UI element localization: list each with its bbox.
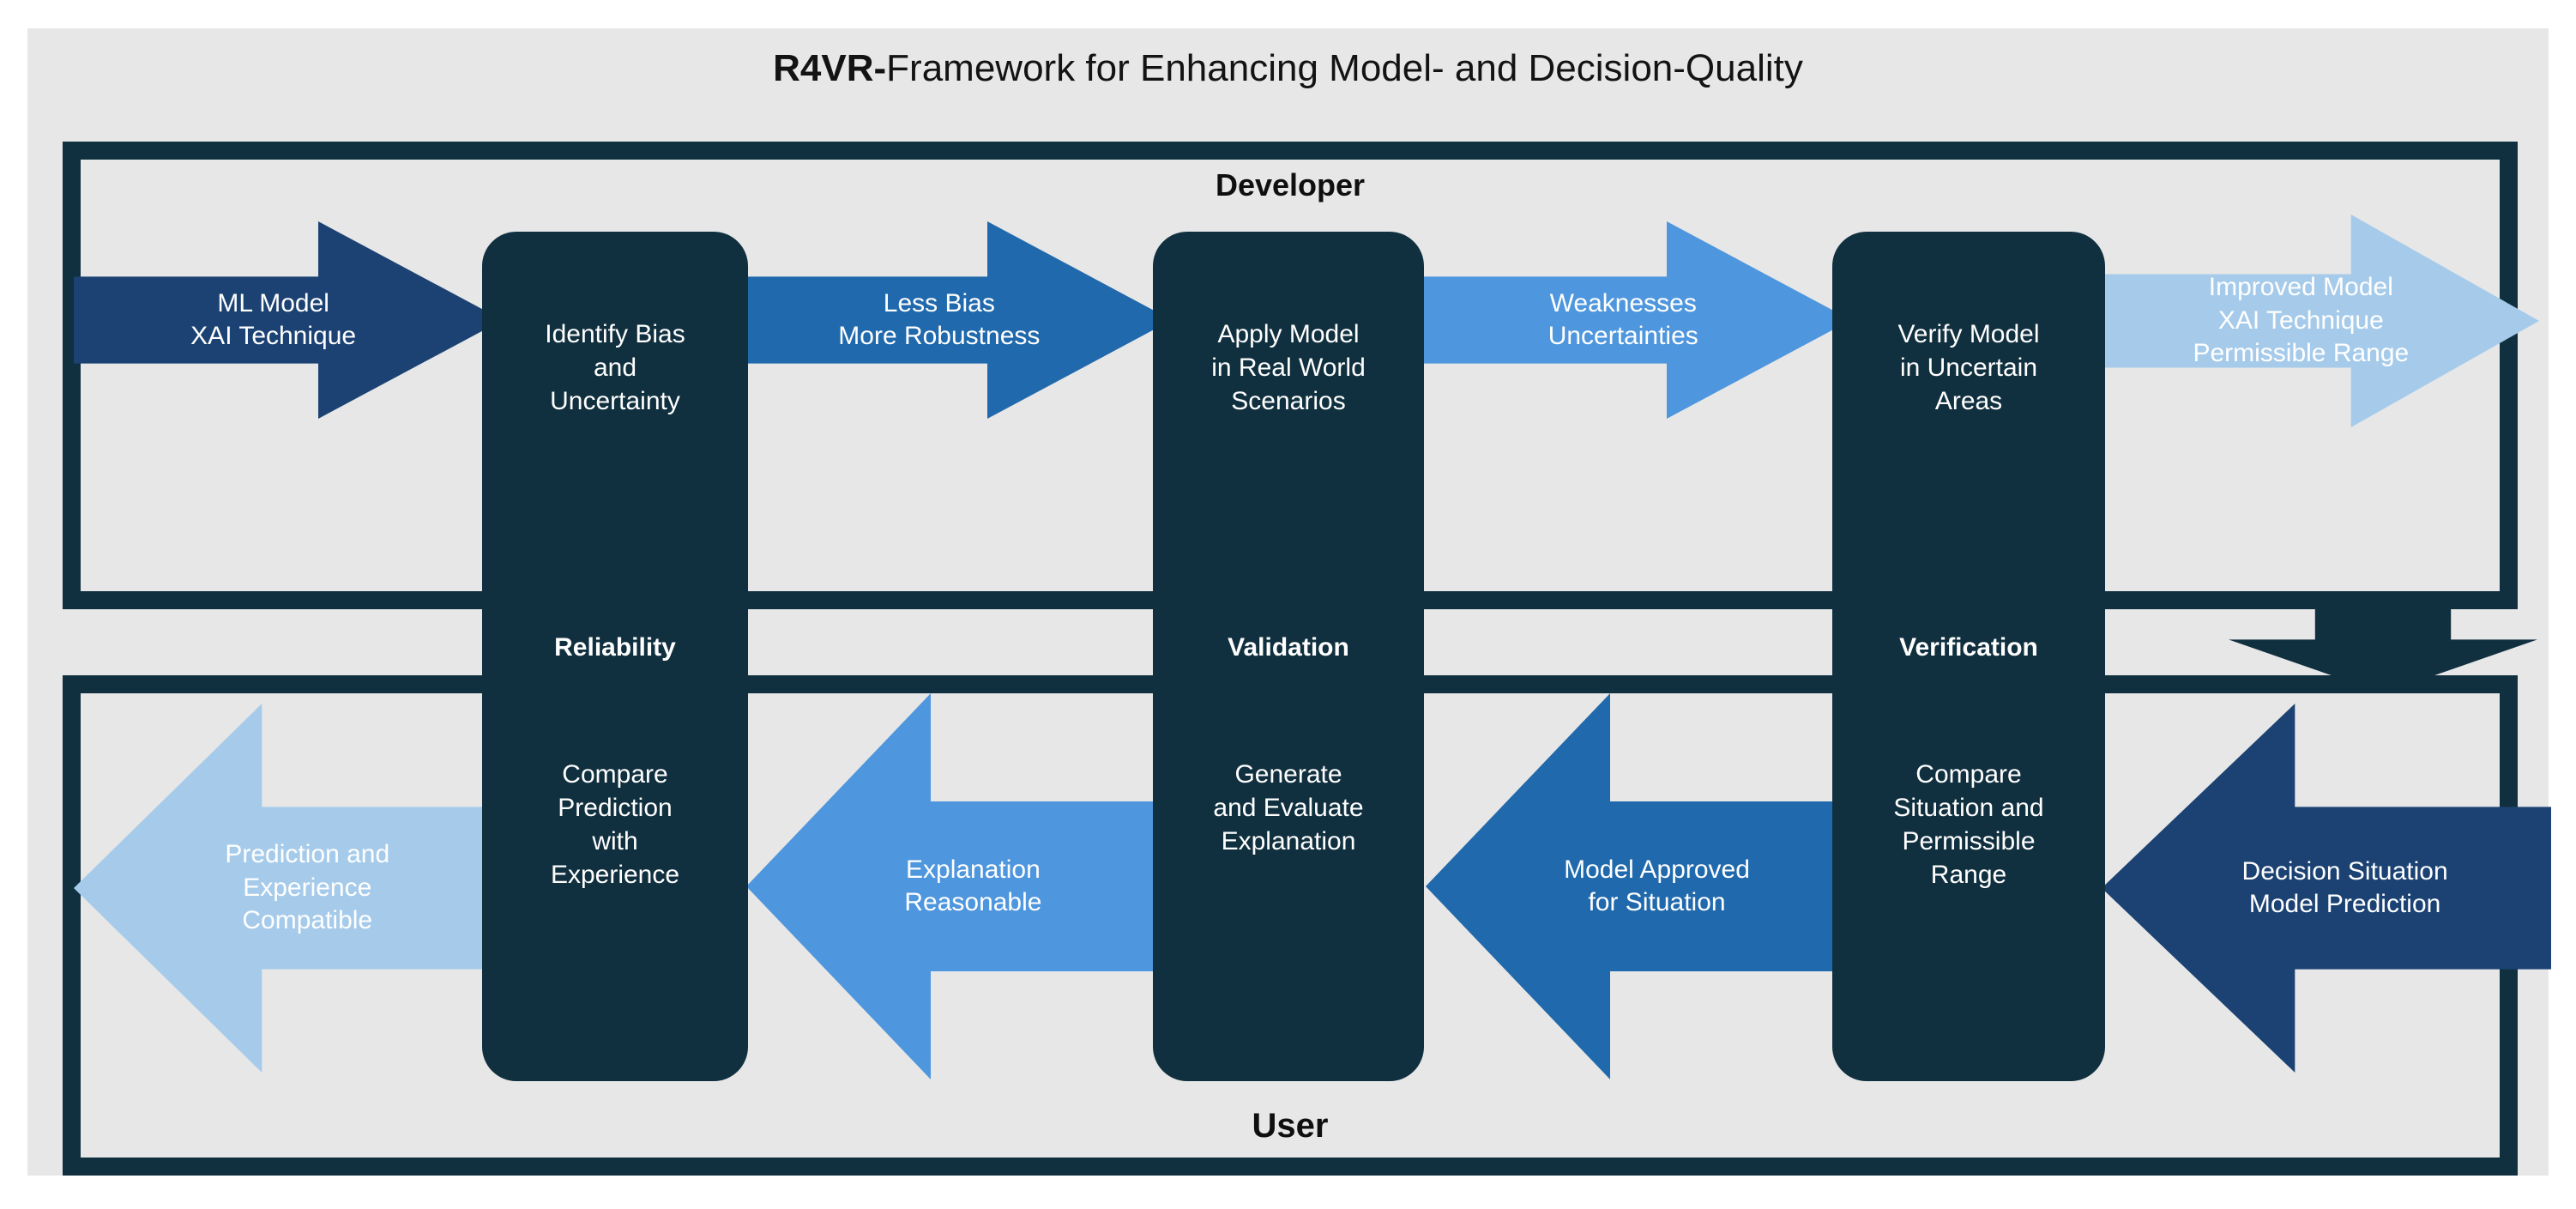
arrow-line: for Situation (1588, 888, 1726, 916)
user-frame-label: User (1252, 1107, 1329, 1145)
node-line: Identify Bias (545, 320, 685, 348)
arrow-line: Experience (243, 873, 372, 902)
arrow-line: ML Model (217, 288, 329, 317)
title-rest: Framework for Enhancing Model- and Decis… (886, 47, 1803, 89)
node-line: with (592, 827, 638, 855)
node-line: in Uncertain (1899, 354, 2038, 382)
node-verify-model: Verify Model in Uncertain Areas Verifica… (1832, 232, 2105, 1081)
node-line: Experience (550, 861, 680, 889)
page-title: R4VR-Framework for Enhancing Model- and … (27, 47, 2549, 90)
arrow-line: Compatible (242, 906, 373, 935)
arrow-line: XAI Technique (190, 322, 357, 350)
stage-label-validation: Validation (1228, 633, 1349, 662)
node-line: and (593, 354, 637, 382)
node-line: Compare (562, 760, 668, 789)
arrow-line: Uncertainties (1547, 322, 1698, 350)
arrow-line: Prediction and (225, 840, 390, 869)
arrow-line: XAI Technique (2217, 305, 2384, 335)
node-line: Prediction (558, 794, 673, 822)
node-line: Areas (1934, 387, 2003, 415)
arrow-line: Permissible Range (2193, 339, 2410, 368)
node-line: Compare (1915, 760, 2022, 789)
stage-label-verification: Verification (1899, 633, 2038, 662)
node-line: Generate (1234, 760, 1342, 789)
developer-frame-label: Developer (1215, 167, 1366, 203)
node-line: and Evaluate (1213, 794, 1364, 822)
arrow-line: Explanation (906, 855, 1041, 884)
arrow-line: Improved Model (2208, 273, 2393, 302)
title-bold-prefix: R4VR- (773, 47, 887, 89)
node-line: Verify Model (1897, 320, 2040, 348)
node-line: Permissible (1902, 827, 2036, 855)
node-identify-bias: Identify Bias and Uncertainty Reliabilit… (482, 232, 748, 1081)
stage-label-reliability: Reliability (554, 633, 676, 662)
arrow-line: Model Approved (1564, 855, 1750, 884)
node-line: in Real World (1211, 354, 1366, 382)
node-line: Explanation (1221, 827, 1356, 855)
arrow-line: Model Prediction (2248, 890, 2441, 918)
arrow-line: Decision Situation (2241, 856, 2448, 886)
arrow-line: Reasonable (904, 888, 1042, 916)
node-apply-model: Apply Model in Real World Scenarios Vali… (1153, 232, 1424, 1081)
node-line: Uncertainty (550, 387, 680, 415)
arrow-line: Weaknesses (1549, 288, 1697, 317)
node-line: Situation and (1893, 794, 2044, 822)
node-line: Range (1930, 861, 2007, 889)
node-line: Apply Model (1217, 320, 1360, 348)
arrow-line: Less Bias (883, 288, 995, 317)
arrow-line: More Robustness (838, 322, 1041, 350)
node-line: Scenarios (1231, 387, 1346, 415)
